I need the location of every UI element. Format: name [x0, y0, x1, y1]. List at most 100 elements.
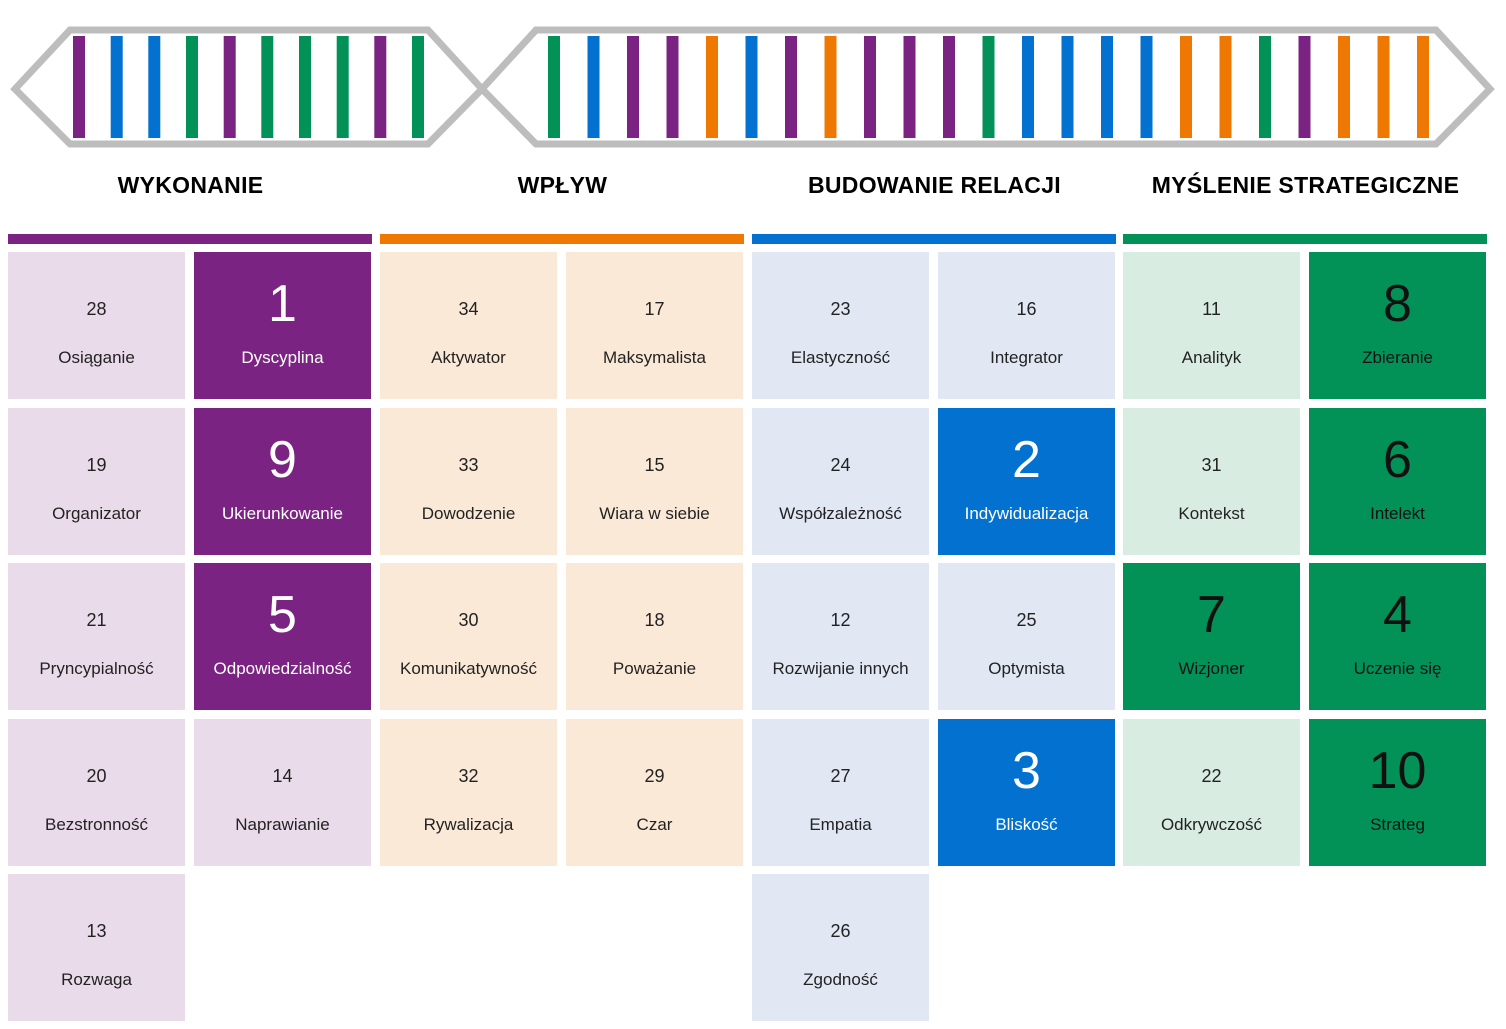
theme-name: Zbieranie	[1362, 348, 1433, 367]
theme-name: Strateg	[1370, 814, 1425, 834]
theme-name: Bezstronność	[45, 814, 148, 834]
domain-title: WYKONANIE	[117, 172, 264, 198]
theme-name: Wiara w siebie	[599, 503, 710, 523]
dna-hexagon-right	[477, 26, 1495, 148]
domain-color-bar	[8, 234, 372, 244]
dna-stripe-orange	[1338, 36, 1350, 138]
theme-name: Integrator	[990, 348, 1063, 367]
dna-stripe-blue	[1140, 36, 1153, 138]
theme-name: Optymista	[988, 659, 1065, 678]
theme-name: Elastyczność	[790, 348, 891, 367]
dna-stripe-purple	[1298, 36, 1311, 138]
theme-name: Kontekst	[1178, 503, 1245, 523]
theme-rank: 8	[1383, 275, 1412, 333]
dna-stripe-purple	[73, 36, 85, 138]
theme-name: Pryncypialność	[39, 659, 154, 678]
dna-stripe-purple	[903, 36, 916, 138]
dna-stripe-orange	[1219, 36, 1232, 138]
domain-color-bar	[1123, 234, 1487, 244]
dna-stripe-green	[1259, 36, 1271, 138]
theme-rank: 2	[1012, 430, 1041, 489]
theme-name: Dyscyplina	[241, 348, 324, 367]
theme-rank: 16	[1016, 299, 1037, 319]
theme-rank: 33	[458, 454, 479, 475]
dna-stripes-right	[548, 36, 1429, 138]
theme-rank: 13	[86, 921, 107, 941]
dna-stripe-purple	[374, 36, 387, 138]
theme-rank: 9	[268, 430, 297, 489]
theme-name: Naprawianie	[235, 814, 330, 834]
dna-stripe-purple	[627, 36, 639, 138]
theme-rank: 6	[1383, 430, 1412, 489]
dna-stripe-blue	[110, 36, 123, 138]
theme-name: Dowodzenie	[421, 503, 516, 523]
theme-rank: 27	[830, 765, 851, 786]
dna-stripe-orange	[1377, 36, 1390, 138]
dna-hexagon-left	[10, 26, 487, 148]
theme-rank: 12	[830, 610, 851, 630]
theme-rank: 17	[644, 299, 665, 319]
theme-name: Wizjoner	[1178, 659, 1245, 678]
dna-stripe-orange	[1417, 36, 1429, 138]
dna-stripe-orange	[1180, 36, 1192, 138]
theme-name: Bliskość	[995, 814, 1058, 834]
theme-rank: 30	[458, 610, 479, 630]
theme-rank: 22	[1201, 765, 1222, 786]
dna-stripe-green	[299, 36, 311, 138]
theme-name: Aktywator	[431, 348, 506, 367]
theme-rank: 7	[1197, 586, 1226, 644]
domain-title: MYŚLENIE STRATEGICZNE	[1151, 172, 1460, 198]
theme-name: Współzależność	[779, 503, 902, 523]
dna-stripe-green	[261, 36, 274, 138]
theme-name: Rozwijanie innych	[772, 659, 909, 678]
theme-rank: 18	[644, 610, 665, 630]
dna-stripe-blue	[1022, 36, 1034, 138]
theme-rank: 29	[644, 765, 665, 786]
dna-stripe-blue	[745, 36, 758, 138]
theme-rank: 20	[86, 765, 107, 786]
theme-name: Poważanie	[612, 659, 697, 678]
domain-title: BUDOWANIE RELACJI	[807, 172, 1061, 198]
theme-rank: 3	[1012, 741, 1041, 800]
theme-rank: 19	[86, 454, 107, 475]
dna-stripe-green	[982, 36, 995, 138]
dna-strand-graphic	[10, 26, 1495, 148]
theme-rank: 24	[830, 454, 851, 475]
dna-stripe-orange	[824, 36, 837, 138]
theme-name: Czar	[636, 814, 673, 834]
dna-stripe-purple	[864, 36, 876, 138]
theme-rank: 21	[86, 610, 107, 630]
theme-rank: 34	[458, 299, 479, 319]
theme-rank: 15	[644, 454, 665, 475]
dna-stripe-blue	[587, 36, 600, 138]
theme-rank: 26	[830, 921, 851, 941]
theme-rank: 5	[268, 586, 297, 644]
theme-rank: 31	[1201, 454, 1222, 475]
theme-name: Rozwaga	[61, 970, 132, 989]
theme-rank: 10	[1368, 741, 1427, 800]
dna-stripe-purple	[785, 36, 797, 138]
theme-name: Komunikatywność	[399, 659, 537, 678]
theme-name: Maksymalista	[603, 348, 706, 367]
dna-stripe-green	[336, 36, 349, 138]
